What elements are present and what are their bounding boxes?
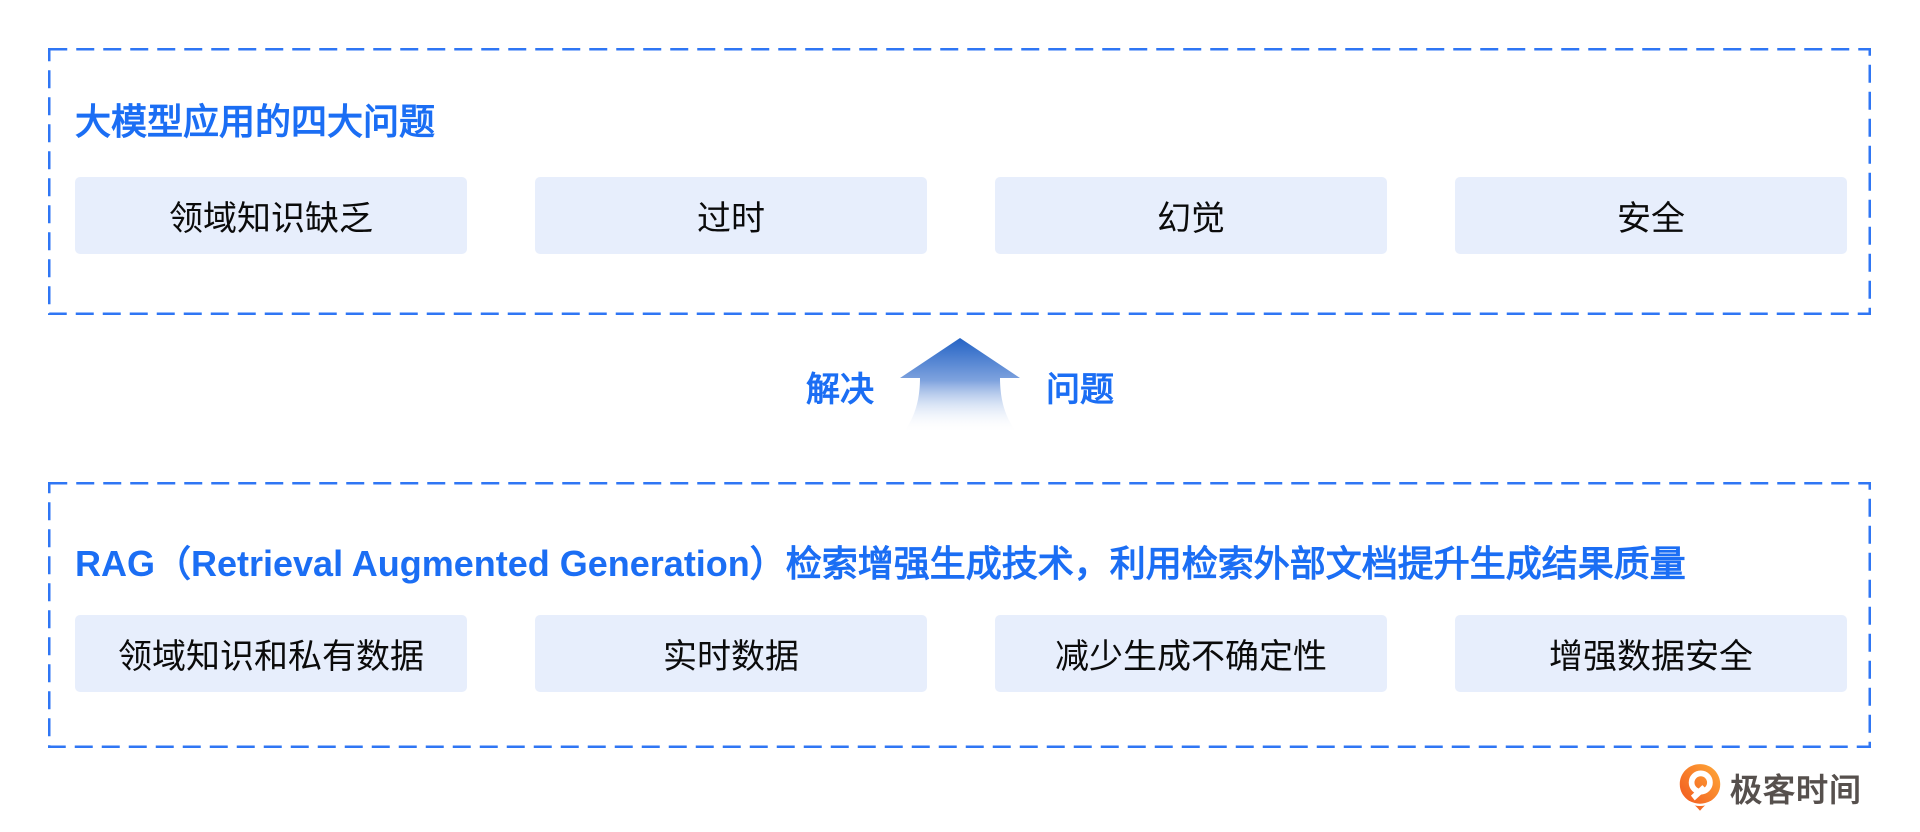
problem-label: 问题	[1046, 370, 1114, 409]
rag-panel: RAG（Retrieval Augmented Generation）检索增强生…	[48, 482, 1871, 748]
problem-card-domain-knowledge-lack: 领域知识缺乏	[75, 177, 467, 254]
solve-label: 解决	[806, 370, 874, 409]
rag-card-reduce-uncertainty: 减少生成不确定性	[995, 615, 1387, 692]
problem-card-security: 安全	[1455, 177, 1847, 254]
problems-panel: 大模型应用的四大问题 领域知识缺乏 过时 幻觉 安全	[48, 48, 1871, 315]
problem-card-outdated: 过时	[535, 177, 927, 254]
problems-card-row: 领域知识缺乏 过时 幻觉 安全	[75, 177, 1847, 254]
up-arrow-icon	[900, 338, 1020, 433]
rag-card-enhance-data-security: 增强数据安全	[1455, 615, 1847, 692]
problem-card-hallucination: 幻觉	[995, 177, 1387, 254]
geektime-logo: 极客时间	[1679, 763, 1862, 812]
solve-problem-connector: 解决 问题	[0, 336, 1920, 436]
rag-card-realtime-data: 实时数据	[535, 615, 927, 692]
rag-panel-title: RAG（Retrieval Augmented Generation）检索增强生…	[75, 542, 1686, 584]
rag-card-domain-private-data: 领域知识和私有数据	[75, 615, 467, 692]
rag-card-row: 领域知识和私有数据 实时数据 减少生成不确定性 增强数据安全	[75, 615, 1847, 692]
geektime-pin-icon	[1679, 764, 1721, 811]
problems-panel-title: 大模型应用的四大问题	[75, 100, 436, 142]
geektime-logo-text: 极客时间	[1729, 771, 1862, 808]
